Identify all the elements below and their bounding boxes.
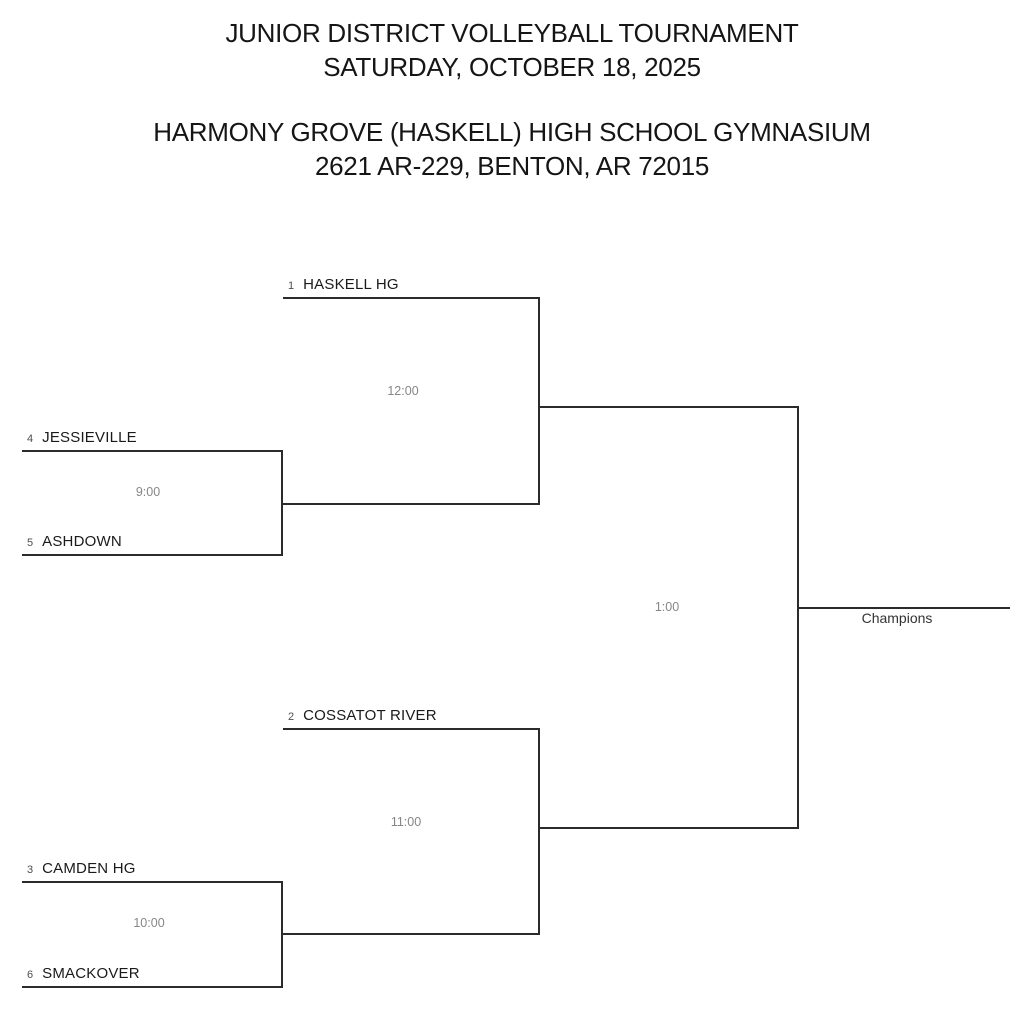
seed-number: 4	[27, 433, 34, 445]
seed-number: 2	[288, 711, 295, 723]
team-label: 1 HASKELL HG	[286, 276, 399, 295]
match-time-semifinal-bottom: 11:00	[390, 815, 422, 829]
team-name: JESSIEVILLE	[42, 429, 137, 446]
team-name: HASKELL HG	[303, 276, 399, 293]
bracket-connector-match1-winner-line	[281, 503, 540, 505]
team-label: 5 ASHDOWN	[25, 533, 122, 552]
bracket-connector-semifinal-bottom-winner-line	[538, 827, 799, 829]
tournament-title: JUNIOR DISTRICT VOLLEYBALL TOURNAMENT	[225, 18, 799, 48]
venue-address: 2621 AR-229, BENTON, AR 72015	[314, 151, 710, 181]
match-time-quarterfinal-top: 9:00	[135, 485, 161, 499]
team-line	[22, 450, 281, 452]
team-label: 3 CAMDEN HG	[25, 860, 136, 879]
team-line	[22, 881, 281, 883]
match-time-semifinal-top: 12:00	[387, 384, 419, 398]
tournament-date: SATURDAY, OCTOBER 18, 2025	[323, 52, 701, 82]
venue-name: HARMONY GROVE (HASKELL) HIGH SCHOOL GYMN…	[153, 117, 871, 147]
team-name: COSSATOT RIVER	[303, 707, 437, 724]
bracket-connector-semifinal-top-winner-line	[538, 406, 799, 408]
team-label: 2 COSSATOT RIVER	[286, 707, 437, 726]
match-time-quarterfinal-bottom: 10:00	[133, 916, 165, 930]
team-line	[22, 986, 281, 988]
seed-number: 3	[27, 864, 34, 876]
team-label: 4 JESSIEVILLE	[25, 429, 137, 448]
header: JUNIOR DISTRICT VOLLEYBALL TOURNAMENT SA…	[0, 16, 1024, 183]
seed-number: 1	[288, 280, 295, 292]
champion-label: Champions	[861, 610, 933, 626]
team-name: ASHDOWN	[42, 533, 122, 550]
bracket-connector-semifinal-bottom-vertical	[538, 728, 540, 935]
team-line	[283, 297, 540, 299]
venue-block: HARMONY GROVE (HASKELL) HIGH SCHOOL GYMN…	[0, 115, 1024, 183]
match-time-final: 1:00	[654, 600, 680, 614]
bracket-connector-semifinal-top-vertical	[538, 297, 540, 505]
bracket-connector-final-vertical	[797, 406, 799, 829]
team-label: 6 SMACKOVER	[25, 965, 140, 984]
champion-line	[797, 607, 1010, 609]
bracket-connector-match2-winner-line	[281, 933, 540, 935]
team-line	[22, 554, 281, 556]
team-name: CAMDEN HG	[42, 860, 136, 877]
seed-number: 6	[27, 969, 34, 981]
seed-number: 5	[27, 537, 34, 549]
team-line	[283, 728, 540, 730]
team-name: SMACKOVER	[42, 965, 140, 982]
